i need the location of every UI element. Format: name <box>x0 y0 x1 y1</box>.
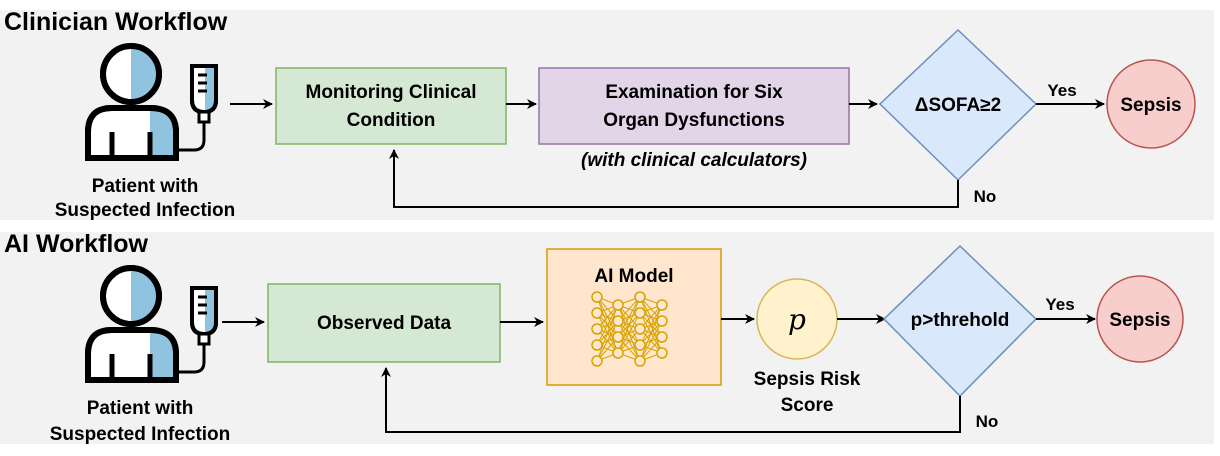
threshold-decision-label: p>threhold <box>911 310 1010 331</box>
clinician-patient-label-1: Patient with <box>92 176 199 197</box>
nn-node <box>612 299 624 311</box>
nn-edge <box>617 296 641 338</box>
ai-no-label: No <box>976 412 999 431</box>
nn-edge <box>639 304 663 346</box>
clinician-title: Clinician Workflow <box>4 8 228 36</box>
ai-patient-label-1: Patient with <box>87 398 194 419</box>
nn-edge <box>596 304 619 346</box>
nn-node <box>612 331 624 343</box>
clinician-sepsis-label: Sepsis <box>1120 95 1181 116</box>
monitoring-label-1: Monitoring Clinical <box>306 82 477 103</box>
clinician-yes-label: Yes <box>1047 81 1076 100</box>
nn-node <box>591 355 603 367</box>
nn-node <box>656 347 668 359</box>
nn-node <box>634 291 646 303</box>
risk-score-label-2: Score <box>781 395 834 416</box>
patient-icon <box>85 265 179 383</box>
nn-edge <box>639 304 663 362</box>
nn-edge <box>617 312 641 354</box>
observed-data-label: Observed Data <box>317 313 452 334</box>
clinician-no-label: No <box>974 187 997 206</box>
patient-icon <box>85 43 179 161</box>
ai-model-label: AI Model <box>594 266 673 287</box>
neural-network-icon <box>591 291 668 367</box>
monitoring-label-2: Condition <box>347 110 436 131</box>
nn-node <box>591 291 603 303</box>
iv-drip-icon <box>178 64 218 152</box>
nn-node <box>634 307 646 319</box>
nn-node <box>656 299 668 311</box>
clinician-sepsis-node <box>1106 59 1196 149</box>
nn-node <box>612 315 624 327</box>
ai-sepsis-label: Sepsis <box>1109 310 1170 331</box>
examination-box <box>538 67 850 145</box>
nn-edge <box>639 320 663 362</box>
examination-label-1: Examination for Six <box>605 82 783 103</box>
nn-edge <box>596 304 619 362</box>
nn-node <box>656 315 668 327</box>
clinician-patient-label-2: Suspected Infection <box>55 200 236 221</box>
nn-edge <box>617 296 641 354</box>
examination-note: (with clinical calculators) <box>581 150 807 171</box>
ai-sepsis-node <box>1096 275 1184 363</box>
nn-node <box>591 339 603 351</box>
ai-yes-label: Yes <box>1045 295 1074 314</box>
nn-node <box>656 331 668 343</box>
risk-score-symbol: p <box>788 303 806 336</box>
nn-node <box>591 307 603 319</box>
nn-node <box>634 355 646 367</box>
examination-label-2: Organ Dysfunctions <box>603 110 785 131</box>
monitoring-box <box>275 67 507 145</box>
risk-score-label-1: Sepsis Risk <box>754 369 861 390</box>
ai-model-box <box>546 248 722 386</box>
ai-patient-label-2: Suspected Infection <box>50 424 231 445</box>
nn-node <box>634 323 646 335</box>
nn-node <box>591 323 603 335</box>
arrow-ai-no-loop-back <box>381 367 961 433</box>
arrow-no-loop-back <box>389 149 959 208</box>
nn-node <box>634 339 646 351</box>
sofa-decision-label: ΔSOFA≥2 <box>915 95 1001 116</box>
nn-node <box>612 347 624 359</box>
nn-edge <box>596 320 619 362</box>
ai-title: AI Workflow <box>4 230 149 258</box>
iv-drip-icon <box>178 286 218 374</box>
observed-data-box <box>267 283 501 363</box>
